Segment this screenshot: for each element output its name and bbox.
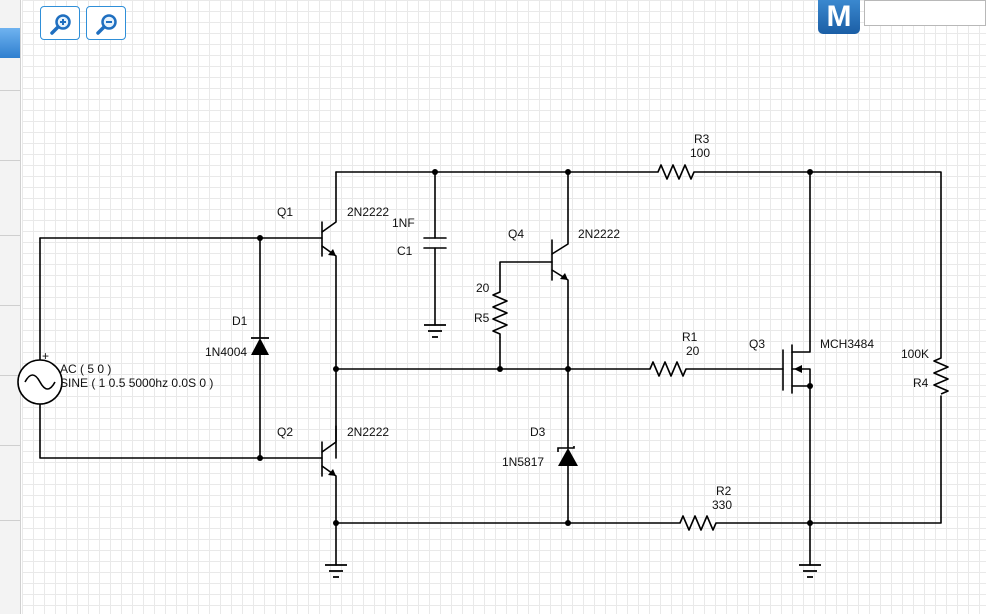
r2-resistor: [679, 515, 717, 531]
r1-value: 20: [686, 344, 700, 358]
r1-resistor: [649, 361, 687, 377]
c1-value: 1NF: [392, 216, 415, 230]
r2-ref: R2: [716, 484, 732, 498]
brand-logo[interactable]: M: [818, 0, 860, 34]
panel-divider: [0, 235, 20, 236]
q3-model: MCH3484: [820, 337, 874, 351]
q2-ref: Q2: [277, 425, 293, 439]
zoom-out-button[interactable]: [86, 6, 126, 40]
panel-divider: [0, 160, 20, 161]
r5-resistor: [492, 291, 508, 338]
r3-value: 100: [690, 146, 710, 160]
d3-model: 1N5817: [502, 455, 544, 469]
search-input[interactable]: [864, 0, 986, 26]
q2-model: 2N2222: [347, 425, 389, 439]
r5-ref: R5: [474, 311, 490, 325]
source-polarity: +: [42, 349, 49, 363]
d3-diode: [558, 448, 578, 466]
q3-ref: Q3: [749, 337, 765, 351]
d1-ref: D1: [232, 314, 248, 328]
r2-value: 330: [712, 498, 732, 512]
q4-ref: Q4: [508, 227, 524, 241]
r4-resistor: [933, 357, 949, 395]
source-label-2: SINE ( 1 0.5 5000hz 0.0S 0 ): [60, 376, 213, 390]
panel-divider: [0, 375, 20, 376]
zoom-in-icon: [50, 14, 71, 35]
q1-model: 2N2222: [347, 205, 389, 219]
r4-value: 100K: [901, 347, 929, 361]
r5-value: 20: [476, 281, 490, 295]
r4-ref: R4: [913, 376, 929, 390]
panel-divider: [0, 305, 20, 306]
source-label-1: AC ( 5 0 ): [60, 362, 111, 376]
panel-divider: [0, 445, 20, 446]
junction-dots: [257, 169, 813, 526]
zoom-in-button[interactable]: [40, 6, 80, 40]
r3-ref: R3: [694, 132, 710, 146]
panel-tab[interactable]: [0, 28, 20, 58]
r1-ref: R1: [682, 330, 698, 344]
d1-diode: [251, 338, 269, 355]
left-panel: [0, 0, 21, 614]
d3-ref: D3: [530, 425, 546, 439]
d1-model: 1N4004: [205, 345, 247, 359]
c1-ref: C1: [397, 244, 413, 258]
panel-divider: [0, 520, 20, 521]
r3-resistor: [657, 164, 695, 180]
ground-symbols: [325, 324, 821, 578]
schematic-canvas[interactable]: [22, 0, 986, 614]
zoom-out-icon: [96, 14, 117, 35]
q4-model: 2N2222: [578, 227, 620, 241]
q1-ref: Q1: [277, 205, 293, 219]
panel-divider: [0, 90, 20, 91]
